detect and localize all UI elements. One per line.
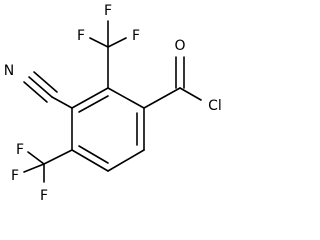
atom-label-fluorine: F <box>104 3 112 19</box>
bond-c-n-triple <box>23 81 48 103</box>
atom-labels: O Cl N F F F F F F <box>4 3 222 204</box>
atom-label-fluorine: F <box>11 168 19 184</box>
ring-bond <box>71 87 109 109</box>
bond-ring-cyano <box>51 96 73 109</box>
ring-bond-inner <box>78 145 109 164</box>
atom-label-oxygen: O <box>174 38 185 54</box>
bond-c-f <box>89 37 109 48</box>
atom-label-fluorine: F <box>132 28 140 44</box>
bond-c-n-triple <box>33 71 58 93</box>
bond-ring-carbonyl <box>143 87 181 109</box>
bond-c-cl <box>179 87 202 101</box>
ring-bond <box>71 149 109 172</box>
bond-ring-cf3-bottom <box>43 149 73 165</box>
atom-label-fluorine: F <box>16 142 24 158</box>
atom-label-chlorine: Cl <box>208 98 222 114</box>
atom-label-fluorine: F <box>77 28 85 44</box>
bond-c-f <box>27 151 45 165</box>
chemical-structure: O Cl N F F F F F F <box>4 3 222 204</box>
bond-c-n-triple <box>28 76 53 98</box>
ring-bond-inner <box>78 95 109 113</box>
bond-c-f <box>23 163 45 173</box>
atom-label-nitrogen: N <box>4 63 14 79</box>
ring-bond <box>107 87 145 109</box>
bond-c-f <box>107 37 127 48</box>
bonds <box>23 20 202 183</box>
atom-label-fluorine: F <box>40 188 48 204</box>
ring-bond <box>107 149 145 172</box>
